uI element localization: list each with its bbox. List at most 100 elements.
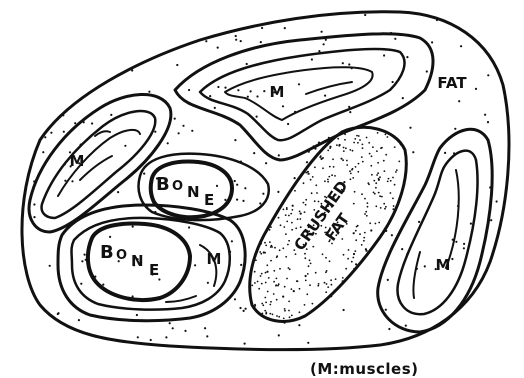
stipple-dot — [352, 168, 354, 170]
stipple-dot — [80, 283, 82, 285]
stipple-dot — [409, 171, 411, 173]
stipple-dot — [349, 170, 351, 172]
stipple-dot — [353, 142, 355, 144]
stipple-dot — [291, 327, 293, 329]
stipple-dot — [407, 266, 409, 268]
stipple-dot — [312, 303, 314, 305]
stipple-dot — [305, 280, 307, 282]
label-muscle-right: M — [436, 256, 451, 274]
stipple-dot — [390, 180, 392, 182]
stipple-dot — [378, 222, 380, 224]
stipple-dot — [365, 211, 367, 213]
stipple-dot — [345, 268, 347, 270]
stipple-dot — [366, 303, 368, 305]
stipple-dot — [260, 253, 262, 255]
stipple-dot — [409, 299, 411, 301]
stipple-dot — [361, 244, 363, 246]
stipple-dot — [204, 327, 206, 329]
stipple-dot — [299, 288, 301, 290]
stipple-dot — [357, 171, 359, 173]
stipple-dot — [344, 127, 346, 129]
stipple-dot — [379, 176, 381, 178]
stipple-dot — [329, 147, 331, 149]
stipple-dot — [19, 177, 21, 179]
stipple-dot — [342, 159, 344, 161]
stipple-dot — [284, 185, 286, 187]
stipple-dot — [342, 280, 344, 282]
stipple-dot — [276, 256, 278, 258]
stipple-dot — [455, 241, 457, 243]
stipple-dot — [322, 167, 324, 169]
stipple-dot — [249, 316, 251, 318]
stipple-dot — [295, 253, 297, 255]
stipple-dot — [484, 114, 486, 116]
stipple-dot — [383, 54, 385, 56]
stipple-dot — [286, 208, 288, 210]
stipple-dot — [357, 285, 359, 287]
stipple-dot — [19, 164, 21, 166]
stipple-dot — [343, 309, 345, 311]
stipple-dot — [294, 162, 296, 164]
stipple-dot — [332, 158, 334, 160]
stipple-dot — [396, 169, 398, 171]
stipple-dot — [352, 322, 354, 324]
stipple-dot — [351, 327, 353, 329]
stipple-dot — [271, 246, 273, 248]
stipple-dot — [487, 121, 489, 123]
stipple-dot — [100, 9, 102, 11]
stipple-dot — [390, 192, 392, 194]
stipple-dot — [281, 150, 283, 152]
label-bone-upper: B O N E — [156, 174, 214, 209]
stipple-dot — [403, 120, 405, 122]
stipple-dot — [405, 202, 407, 204]
stipple-dot — [292, 129, 294, 131]
stipple-dot — [268, 173, 270, 175]
stipple-dot — [318, 283, 320, 285]
stipple-dot — [254, 161, 256, 163]
stipple-dot — [353, 232, 355, 234]
stipple-dot — [391, 234, 393, 236]
stipple-dot — [261, 164, 263, 166]
label-bone-upper-b: B — [156, 174, 170, 195]
stipple-dot — [84, 13, 86, 15]
stipple-dot — [315, 272, 317, 274]
stipple-dot — [358, 120, 360, 122]
stipple-dot — [386, 276, 388, 278]
stipple-dot — [310, 263, 312, 265]
stipple-dot — [287, 123, 289, 125]
stipple-dot — [355, 239, 357, 241]
stipple-dot — [330, 320, 332, 322]
stipple-dot — [405, 325, 407, 327]
stipple-dot — [259, 153, 261, 155]
stipple-dot — [384, 170, 386, 172]
stipple-dot — [254, 282, 256, 284]
stipple-dot — [269, 313, 271, 315]
stipple-dot — [288, 142, 290, 144]
stipple-dot — [253, 152, 255, 154]
stipple-dot — [327, 286, 329, 288]
stipple-dot — [458, 100, 460, 102]
stipple-dot — [245, 211, 247, 213]
stipple-dot — [250, 253, 252, 255]
stipple-dot — [287, 244, 289, 246]
stipple-dot — [363, 291, 365, 293]
label-muscle-lower-middle: M — [207, 250, 222, 268]
stipple-dot — [235, 35, 237, 37]
stipple-dot — [288, 240, 290, 242]
stipple-dot — [81, 260, 83, 262]
stipple-dot — [346, 317, 348, 319]
stipple-dot — [235, 39, 237, 41]
stipple-dot — [306, 137, 308, 139]
stipple-dot — [236, 184, 238, 186]
stipple-dot — [368, 142, 370, 144]
stipple-dot — [350, 173, 352, 175]
stipple-dot — [303, 123, 305, 125]
label-bone-lower-o: O — [116, 248, 127, 263]
stipple-dot — [349, 111, 351, 113]
stipple-dot — [392, 198, 394, 200]
stipple-dot — [412, 122, 414, 124]
stipple-dot — [224, 87, 226, 89]
stipple-dot — [364, 198, 366, 200]
stipple-dot — [365, 261, 367, 263]
